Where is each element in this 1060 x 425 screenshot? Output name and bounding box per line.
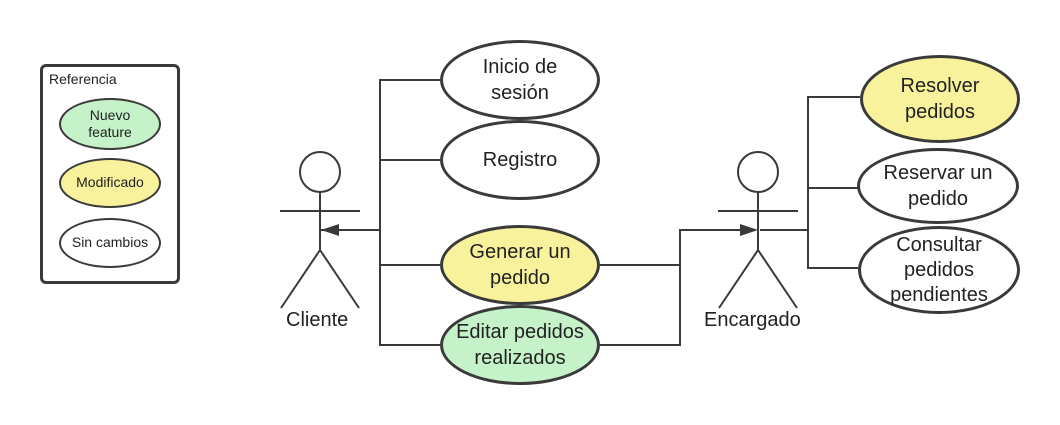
legend-new-feature: Nuevo feature	[59, 98, 161, 150]
arrowhead-client	[321, 224, 339, 236]
edge-client-generate	[379, 230, 440, 266]
use-case-reserve-order: Reservar un pedido	[857, 148, 1019, 224]
edge-client-edit	[379, 265, 440, 346]
edge-edit-manager	[600, 230, 681, 346]
actor-client-figure	[280, 151, 360, 309]
edge-client-login	[320, 79, 440, 231]
legend-modified: Modificado	[59, 158, 161, 208]
use-case-generate-order: Generar un pedido	[440, 225, 600, 305]
use-case-resolve-orders: Resolver pedidos	[860, 55, 1020, 143]
use-case-login: Inicio de sesión	[440, 40, 600, 120]
use-case-pending-orders: Consultar pedidos pendientes	[858, 226, 1020, 314]
legend-unchanged: Sin cambios	[59, 218, 161, 268]
actor-manager-figure	[718, 151, 798, 309]
legend-box: Referencia	[40, 64, 180, 284]
actor-manager-label: Encargado	[704, 309, 801, 331]
arrowhead-manager	[740, 224, 758, 236]
edge-manager-pending	[807, 230, 860, 269]
use-case-register: Registro	[440, 120, 600, 200]
use-case-edit-orders: Editar pedidos realizados	[440, 305, 600, 385]
edge-generate-manager	[600, 229, 750, 266]
actor-client-label: Cliente	[286, 309, 349, 331]
edge-manager-resolve	[760, 96, 860, 231]
legend-title: Referencia	[49, 71, 117, 87]
